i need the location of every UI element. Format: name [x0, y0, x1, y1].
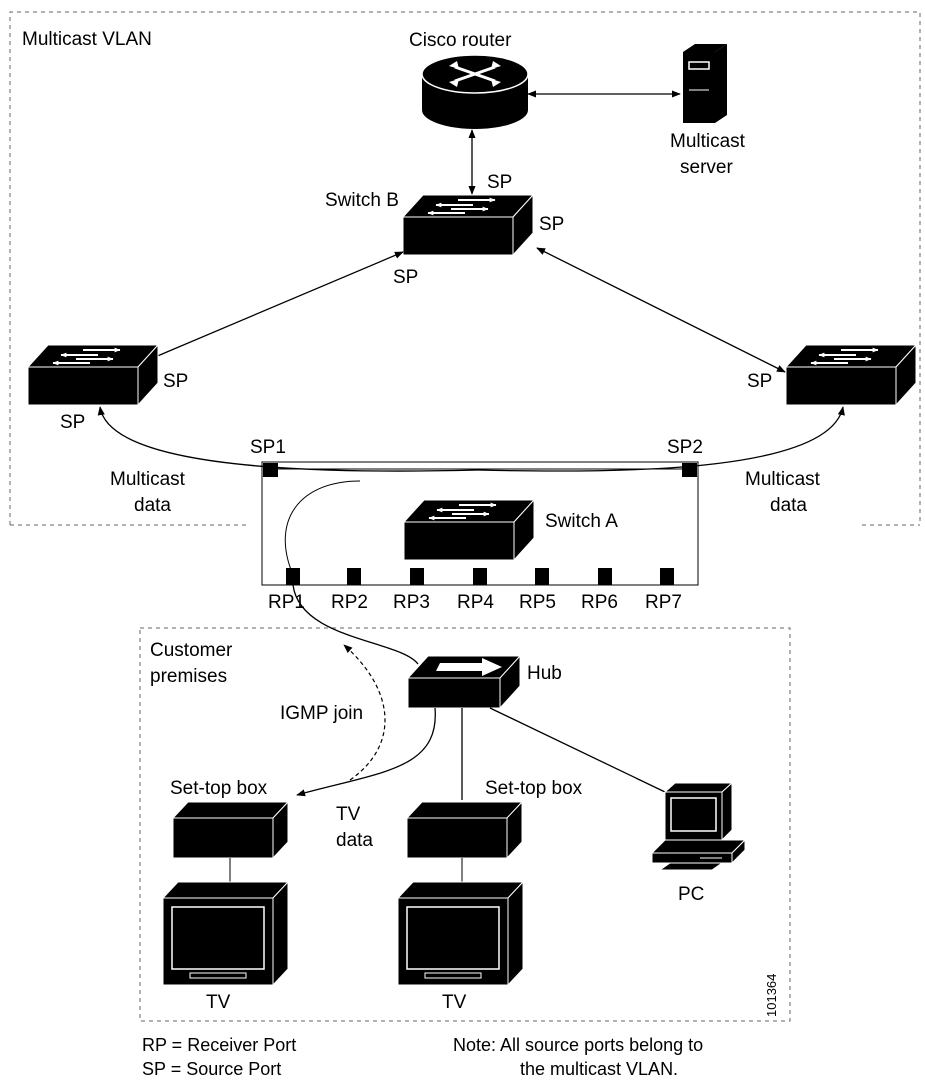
receiver-ports: [286, 568, 674, 585]
multicast-data-right-label-2: data: [770, 495, 807, 516]
multicast-vlan-label: Multicast VLAN: [22, 29, 152, 50]
legend-rp: RP = Receiver Port: [142, 1035, 296, 1055]
customer-premises-label-2: premises: [150, 666, 227, 687]
router-icon: [421, 54, 529, 129]
sp1-label: SP1: [250, 437, 286, 458]
settop-mid-icon: [405, 800, 524, 860]
tv-left-label: TV: [206, 992, 231, 1013]
tv-left-icon: [161, 880, 290, 987]
switch-a-internal-path: [284, 480, 361, 576]
tv-mid-label: TV: [442, 992, 467, 1013]
switch-b-port-left-label: SP: [393, 267, 418, 288]
server-label-2: server: [680, 157, 733, 178]
rp3-label: RP3: [393, 592, 430, 613]
right-switch-port-left-label: SP: [747, 371, 772, 392]
rp7-label: RP7: [645, 592, 682, 613]
customer-premises-region: [139, 627, 791, 1022]
rp4-label: RP4: [457, 592, 494, 613]
customer-premises-label-1: Customer: [150, 640, 233, 661]
receiver-port-7: [660, 568, 674, 585]
rp1-label: RP1: [268, 592, 305, 613]
sp2-port: [682, 463, 697, 477]
left-switch-icon: [28, 345, 158, 405]
switch-a-icon: [404, 500, 534, 560]
left-switch-port-down-label: SP: [60, 412, 85, 433]
sp2-label: SP2: [667, 437, 703, 458]
settop-left-icon: [171, 800, 290, 860]
settop-mid-label: Set-top box: [485, 778, 583, 799]
multicast-data-left-label-1: Multicast: [110, 469, 186, 490]
multicast-data-left-label-2: data: [134, 495, 171, 516]
legend-note-2: the multicast VLAN.: [520, 1059, 678, 1079]
figure-id: 101364: [764, 974, 779, 1017]
switch-b-right-switch-link: [536, 247, 786, 373]
switch-b-icon: [403, 195, 533, 255]
server-icon: [683, 44, 727, 123]
receiver-port-3: [410, 568, 424, 585]
receiver-port-6: [598, 568, 612, 585]
pc-icon: [650, 781, 747, 871]
rp1-hub-link: [292, 584, 419, 665]
hub-pc-link: [489, 707, 666, 793]
receiver-port-5: [535, 568, 549, 585]
rp6-label: RP6: [581, 592, 618, 613]
left-switch-port-right-label: SP: [163, 371, 188, 392]
multicast-data-right-flow: [477, 406, 845, 472]
legend-note-1: Note: All source ports belong to: [453, 1035, 703, 1055]
tv-data-label-1: TV: [336, 804, 361, 825]
multicast-data-left-flow: [97, 406, 479, 472]
multicast-data-right-label-1: Multicast: [745, 469, 821, 490]
hub-label: Hub: [527, 663, 562, 684]
receiver-port-2: [347, 568, 361, 585]
router-label: Cisco router: [409, 30, 512, 51]
sp1-port: [263, 463, 278, 477]
receiver-port-1: [286, 568, 300, 585]
right-switch-icon: [786, 345, 916, 405]
switch-a-label: Switch A: [545, 511, 618, 532]
switch-b-label: Switch B: [325, 190, 399, 211]
multicast-vlan-region: [9, 11, 921, 526]
settop-left-label: Set-top box: [170, 778, 268, 799]
server-label-1: Multicast: [670, 131, 746, 152]
switch-b-left-switch-link: [147, 251, 404, 361]
legend-sp: SP = Source Port: [142, 1059, 281, 1079]
tv-mid-icon: [396, 880, 525, 987]
pc-label: PC: [678, 884, 704, 905]
tv-data-flow: [296, 707, 436, 797]
rp5-label: RP5: [519, 592, 556, 613]
igmp-join-label: IGMP join: [280, 703, 363, 724]
receiver-port-4: [473, 568, 487, 585]
rp2-label: RP2: [331, 592, 368, 613]
hub-icon: [406, 654, 522, 710]
tv-data-label-2: data: [336, 830, 373, 851]
switch-b-port-up-label: SP: [487, 172, 512, 193]
switch-b-port-right-label: SP: [539, 214, 564, 235]
